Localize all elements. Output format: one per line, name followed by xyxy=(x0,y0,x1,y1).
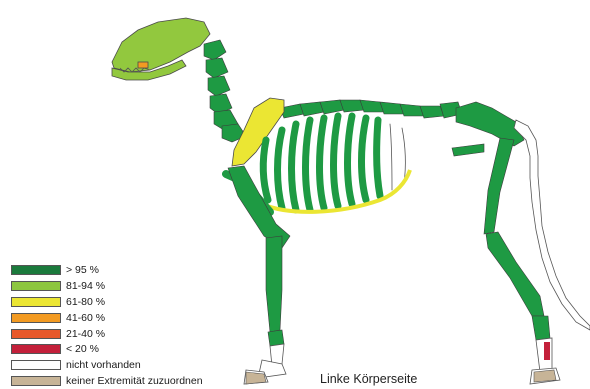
hindfoot-unassigned xyxy=(534,370,556,382)
legend-item: 21-40 % xyxy=(11,326,203,342)
legend-swatch xyxy=(11,297,61,307)
metatarsal-red xyxy=(544,342,550,360)
legend-swatch xyxy=(11,360,61,370)
skull-cranium xyxy=(112,18,210,72)
skull xyxy=(112,18,210,80)
cervical-vertebrae xyxy=(204,40,246,142)
legend-item: keiner Extremität zuzuordnen xyxy=(11,373,203,389)
legend-label: 21-40 % xyxy=(66,328,105,340)
legend-label: 41-60 % xyxy=(66,312,105,324)
legend-item: 41-60 % xyxy=(11,310,203,326)
legend-label: 81-94 % xyxy=(66,280,105,292)
legend-swatch xyxy=(11,376,61,386)
legend-label: keiner Extremität zuzuordnen xyxy=(66,375,203,387)
ribs xyxy=(263,116,405,210)
legend-item: > 95 % xyxy=(11,262,203,278)
legend-label: > 95 % xyxy=(66,264,99,276)
pelvis xyxy=(456,102,524,146)
legend-item: 81-94 % xyxy=(11,278,203,294)
legend-swatch xyxy=(11,313,61,323)
os-penis xyxy=(452,144,484,156)
tibia xyxy=(486,232,544,316)
legend-item: < 20 % xyxy=(11,341,203,357)
side-caption: Linke Körperseite xyxy=(320,372,417,386)
forefoot-unassigned xyxy=(246,372,266,384)
radius-ulna xyxy=(266,236,282,332)
legend-item: 61-80 % xyxy=(11,294,203,310)
legend-swatch xyxy=(11,344,61,354)
skull-teeth-orange xyxy=(138,62,148,68)
legend-swatch xyxy=(11,265,61,275)
legend-label: nicht vorhanden xyxy=(66,359,141,371)
carpals xyxy=(268,330,284,346)
legend-item: nicht vorhanden xyxy=(11,357,203,373)
femur xyxy=(484,138,514,234)
thoracic-lumbar-vertebrae xyxy=(280,100,462,118)
legend-label: < 20 % xyxy=(66,343,99,355)
legend: > 95 % 81-94 % 61-80 % 41-60 % 21-40 % < 20 %… xyxy=(11,262,203,389)
legend-swatch xyxy=(11,281,61,291)
legend-swatch xyxy=(11,329,61,339)
legend-label: 61-80 % xyxy=(66,296,105,308)
tarsals xyxy=(532,316,550,340)
